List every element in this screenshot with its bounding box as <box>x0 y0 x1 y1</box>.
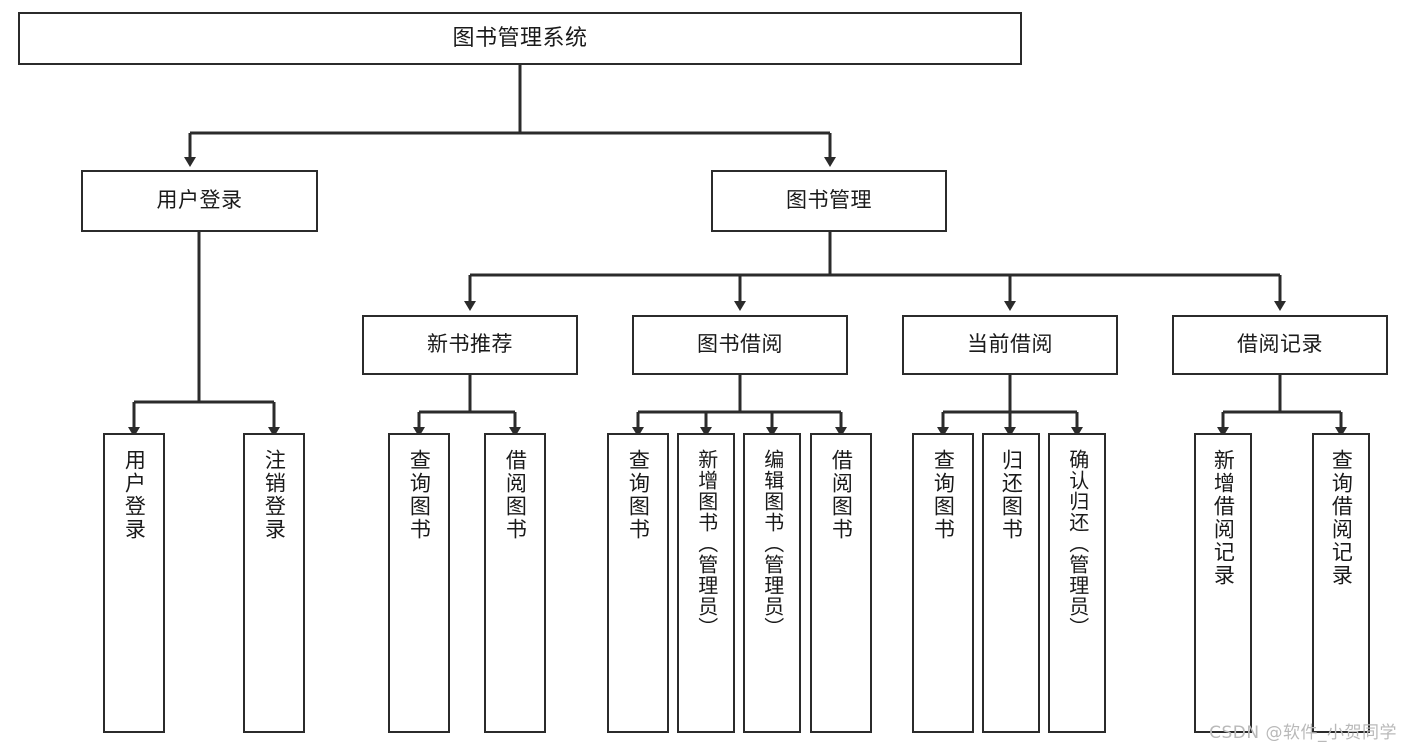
leaf-user-login[interactable]: 用户登录 <box>103 433 165 733</box>
node-label: 查询图书 <box>626 449 651 541</box>
watermark: CSDN @软件_小贺同学 <box>1209 723 1397 743</box>
node-label: 借阅图书 <box>503 449 528 541</box>
leaf-search-books-borrowing[interactable]: 查询图书 <box>607 433 669 733</box>
node-label: 归还图书 <box>999 449 1024 541</box>
node-new-book-recommendation[interactable]: 新书推荐 <box>362 315 578 375</box>
node-label: 注销登录 <box>262 449 287 541</box>
node-label: 查询图书 <box>931 449 956 541</box>
node-label: 用户登录 <box>122 449 147 541</box>
node-label: 借阅图书 <box>829 449 854 541</box>
node-label: 用户登录 <box>156 188 243 213</box>
leaf-confirm-return-admin[interactable]: 确认归还（管理员） <box>1048 433 1106 733</box>
node-label: 借阅记录 <box>1237 332 1323 357</box>
leaf-borrow-books-borrowing[interactable]: 借阅图书 <box>810 433 872 733</box>
leaf-return-books[interactable]: 归还图书 <box>982 433 1040 733</box>
node-label: 编辑图书（管理员） <box>760 449 785 638</box>
leaf-logout[interactable]: 注销登录 <box>243 433 305 733</box>
leaf-search-books-current[interactable]: 查询图书 <box>912 433 974 733</box>
node-current-borrowings[interactable]: 当前借阅 <box>902 315 1118 375</box>
node-root-book-management-system[interactable]: 图书管理系统 <box>18 12 1022 65</box>
node-label: 新书推荐 <box>427 332 513 357</box>
leaf-search-borrowing-record[interactable]: 查询借阅记录 <box>1312 433 1370 733</box>
node-book-borrowing[interactable]: 图书借阅 <box>632 315 848 375</box>
leaf-edit-book-admin[interactable]: 编辑图书（管理员） <box>743 433 801 733</box>
node-label: 图书管理 <box>786 188 872 213</box>
node-label: 图书管理系统 <box>452 25 588 51</box>
leaf-borrow-books-recommendation[interactable]: 借阅图书 <box>484 433 546 733</box>
node-label: 查询图书 <box>407 449 432 541</box>
leaf-add-borrowing-record[interactable]: 新增借阅记录 <box>1194 433 1252 733</box>
node-label: 当前借阅 <box>967 332 1053 357</box>
node-label: 新增借阅记录 <box>1211 449 1236 587</box>
leaf-search-books-recommendation[interactable]: 查询图书 <box>388 433 450 733</box>
node-label: 新增图书（管理员） <box>694 449 719 638</box>
node-label: 图书借阅 <box>697 332 783 357</box>
node-book-management[interactable]: 图书管理 <box>711 170 947 232</box>
node-borrowing-records[interactable]: 借阅记录 <box>1172 315 1388 375</box>
node-user-login[interactable]: 用户登录 <box>81 170 318 232</box>
node-label: 确认归还（管理员） <box>1065 449 1090 638</box>
node-label: 查询借阅记录 <box>1329 449 1354 587</box>
leaf-add-book-admin[interactable]: 新增图书（管理员） <box>677 433 735 733</box>
